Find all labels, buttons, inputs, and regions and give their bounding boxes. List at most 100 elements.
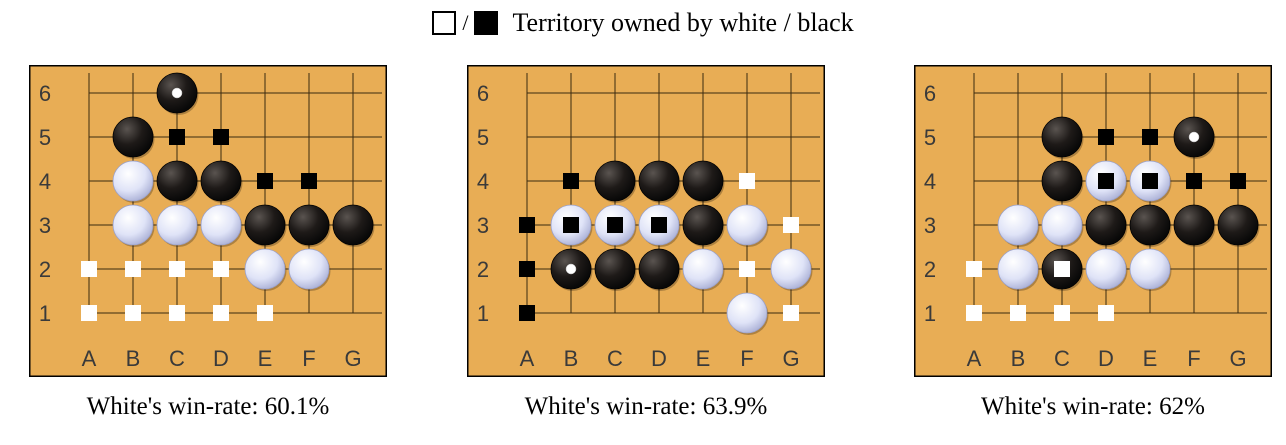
territory-white-square	[966, 261, 982, 277]
column-label: G	[782, 346, 799, 371]
territory-black-square	[301, 173, 317, 189]
row-label: 3	[477, 213, 489, 238]
territory-white-square	[125, 261, 141, 277]
black-stone	[1129, 204, 1171, 246]
black-stone	[638, 248, 680, 290]
black-stone	[332, 204, 374, 246]
territory-white-square	[1010, 305, 1026, 321]
last-move-marker	[171, 87, 183, 99]
territory-white-square	[81, 261, 97, 277]
black-stone	[244, 204, 286, 246]
column-label: A	[82, 346, 97, 371]
territory-black-square	[519, 261, 535, 277]
win-rate-caption-2: White's win-rate: 63.9%	[524, 393, 768, 420]
territory-black-square	[607, 217, 623, 233]
territory-white-square	[783, 305, 799, 321]
white-stone	[997, 204, 1039, 246]
territory-black-square	[1098, 129, 1114, 145]
territory-black-square	[519, 305, 535, 321]
row-label: 2	[477, 257, 489, 282]
row-label: 4	[924, 169, 936, 194]
territory-black-square	[257, 173, 273, 189]
column-label: E	[696, 346, 711, 371]
black-square-icon	[474, 11, 499, 35]
row-label: 1	[477, 301, 489, 326]
column-label: F	[1187, 346, 1200, 371]
white-stone	[112, 160, 154, 202]
white-square-icon	[432, 11, 457, 35]
white-stone	[1129, 248, 1171, 290]
black-stone	[682, 160, 724, 202]
territory-white-square	[169, 305, 185, 321]
territory-white-square	[257, 305, 273, 321]
territory-white-square	[125, 305, 141, 321]
white-stone	[726, 292, 768, 334]
territory-black-square	[651, 217, 667, 233]
territory-white-square	[739, 173, 755, 189]
row-label: 2	[39, 257, 51, 282]
territory-black-square	[563, 173, 579, 189]
row-label: 5	[39, 125, 51, 150]
column-label: C	[169, 346, 185, 371]
territory-black-square	[1186, 173, 1202, 189]
row-label: 6	[924, 81, 936, 106]
black-stone	[1041, 160, 1083, 202]
row-label: 6	[39, 81, 51, 106]
column-label: G	[344, 346, 361, 371]
win-rate-caption-3: White's win-rate: 62%	[981, 393, 1205, 420]
row-label: 6	[477, 81, 489, 106]
white-stone	[200, 204, 242, 246]
black-stone	[594, 248, 636, 290]
column-label: D	[213, 346, 229, 371]
territory-white-square	[783, 217, 799, 233]
row-label: 5	[924, 125, 936, 150]
legend-text: Territory owned by white / black	[512, 8, 854, 37]
black-stone	[1173, 204, 1215, 246]
territory-black-square	[519, 217, 535, 233]
black-stone	[638, 160, 680, 202]
row-label: 4	[39, 169, 51, 194]
column-label: G	[1229, 346, 1246, 371]
row-label: 5	[477, 125, 489, 150]
white-stone	[726, 204, 768, 246]
column-label: F	[302, 346, 315, 371]
territory-white-square	[1098, 305, 1114, 321]
black-stone	[1217, 204, 1259, 246]
territory-black-square	[213, 129, 229, 145]
territory-black-square	[1230, 173, 1246, 189]
black-stone	[156, 160, 198, 202]
territory-white-square	[213, 261, 229, 277]
column-label: C	[1054, 346, 1070, 371]
black-stone	[594, 160, 636, 202]
territory-black-square	[169, 129, 185, 145]
row-label: 3	[924, 213, 936, 238]
white-stone	[770, 248, 812, 290]
territory-white-square	[739, 261, 755, 277]
black-stone	[682, 204, 724, 246]
column-label: E	[258, 346, 273, 371]
legend-separator: /	[462, 10, 469, 35]
column-label: B	[126, 346, 141, 371]
white-stone	[1041, 204, 1083, 246]
column-label: B	[564, 346, 579, 371]
territory-black-square	[1142, 173, 1158, 189]
territory-white-square	[1054, 305, 1070, 321]
territory-black-square	[563, 217, 579, 233]
white-stone	[1085, 248, 1127, 290]
white-stone	[244, 248, 286, 290]
last-move-marker	[565, 263, 577, 275]
column-label: A	[520, 346, 535, 371]
black-stone	[1041, 116, 1083, 158]
territory-white-square	[1054, 261, 1070, 277]
column-label: A	[967, 346, 982, 371]
black-stone	[112, 116, 154, 158]
white-stone	[156, 204, 198, 246]
territory-white-square	[966, 305, 982, 321]
territory-black-square	[1098, 173, 1114, 189]
territory-white-square	[81, 305, 97, 321]
